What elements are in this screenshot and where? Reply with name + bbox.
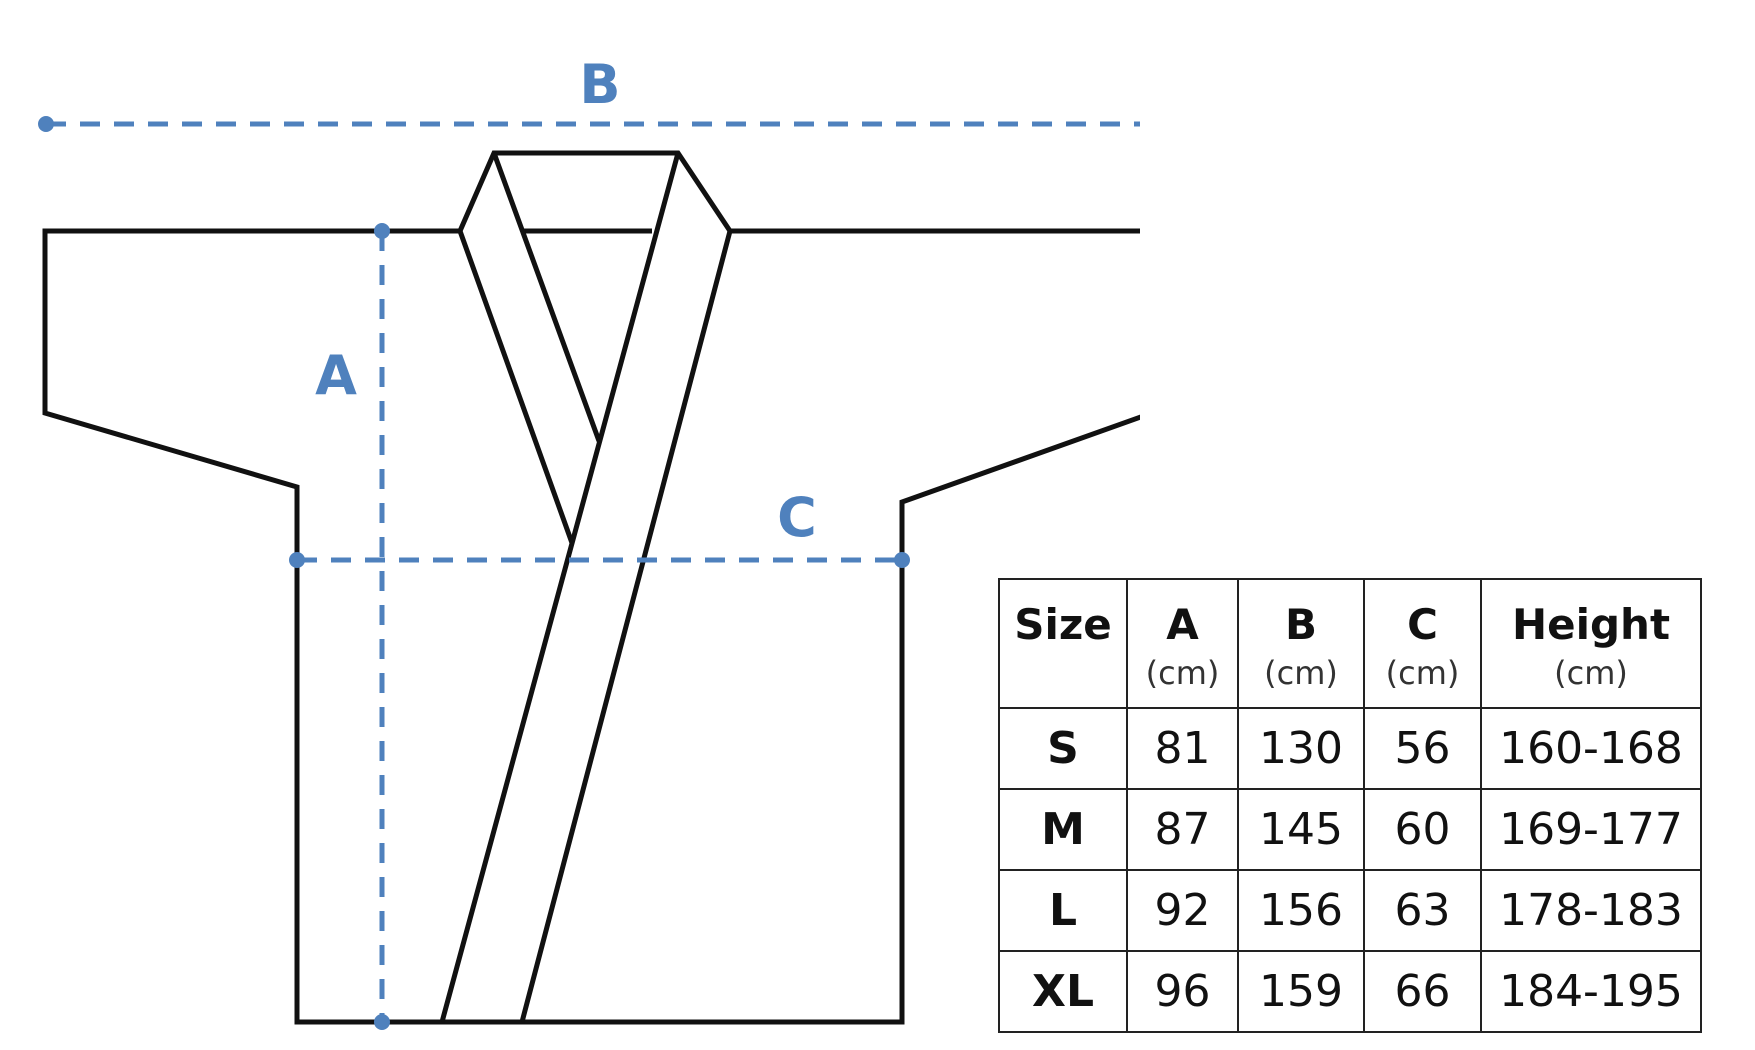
header-a-unit: (cm) xyxy=(1145,653,1220,692)
kimono-diagram: B A C xyxy=(38,53,1140,1030)
header-c: C (cm) xyxy=(1363,578,1482,709)
header-size-name: Size xyxy=(1014,599,1112,649)
size-cell: XL xyxy=(998,950,1128,1033)
size-cell: S xyxy=(998,707,1128,790)
dimension-c-start-dot xyxy=(289,552,305,568)
c-cell: 66 xyxy=(1363,950,1482,1033)
header-height-unit: (cm) xyxy=(1554,653,1628,692)
dimension-lines xyxy=(46,121,1140,1022)
b-cell: 156 xyxy=(1237,869,1365,952)
b-cell: 145 xyxy=(1237,788,1365,871)
dimension-c-label: C xyxy=(777,486,817,549)
a-cell: 81 xyxy=(1126,707,1239,790)
collar-back-outline xyxy=(457,150,733,233)
header-c-name: C xyxy=(1407,599,1438,649)
table-row: M 87 145 60 169-177 xyxy=(998,788,1702,871)
c-cell: 63 xyxy=(1363,869,1482,952)
height-cell: 169-177 xyxy=(1480,788,1702,871)
size-cell: M xyxy=(998,788,1128,871)
a-cell: 92 xyxy=(1126,869,1239,952)
table-row: S 81 130 56 160-168 xyxy=(998,707,1702,790)
a-cell: 87 xyxy=(1126,788,1239,871)
a-cell: 96 xyxy=(1126,950,1239,1033)
header-size-unit-spacer xyxy=(1000,651,1126,695)
header-c-unit: (cm) xyxy=(1385,653,1460,692)
dimension-b-label: B xyxy=(579,53,620,116)
c-cell: 60 xyxy=(1363,788,1482,871)
header-height-name: Height xyxy=(1511,599,1671,649)
header-b-unit: (cm) xyxy=(1264,653,1338,692)
left-lapel-outline xyxy=(457,152,602,544)
c-cell: 56 xyxy=(1363,707,1482,790)
dimension-a-end-dot xyxy=(374,1014,390,1030)
height-cell: 160-168 xyxy=(1480,707,1702,790)
dimension-endpoints xyxy=(38,116,910,1030)
header-a-name: A xyxy=(1166,599,1199,649)
b-cell: 159 xyxy=(1237,950,1365,1033)
kimono-body-outline xyxy=(42,228,1140,1025)
dimension-b-start-dot xyxy=(38,116,54,132)
header-b: B (cm) xyxy=(1237,578,1365,709)
dimension-labels: B A C xyxy=(315,53,817,549)
header-a: A (cm) xyxy=(1126,578,1239,709)
table-row: XL 96 159 66 184-195 xyxy=(998,950,1702,1033)
table-header-row: Size A (cm) B (cm) C (cm) Height (cm) xyxy=(998,578,1702,709)
size-chart-table: Size A (cm) B (cm) C (cm) Height (cm) S xyxy=(998,578,1702,1033)
height-cell: 184-195 xyxy=(1480,950,1702,1033)
dimension-a-label: A xyxy=(315,344,357,407)
dimension-c-end-dot xyxy=(894,552,910,568)
dimension-a-start-dot xyxy=(374,223,390,239)
b-cell: 130 xyxy=(1237,707,1365,790)
table-row: L 92 156 63 178-183 xyxy=(998,869,1702,952)
height-cell: 178-183 xyxy=(1480,869,1702,952)
size-cell: L xyxy=(998,869,1128,952)
right-lapel-outline xyxy=(439,152,733,1023)
header-size: Size xyxy=(998,578,1128,709)
kimono-outline xyxy=(42,150,1140,1025)
header-height: Height (cm) xyxy=(1480,578,1702,709)
header-b-name: B xyxy=(1284,599,1317,649)
